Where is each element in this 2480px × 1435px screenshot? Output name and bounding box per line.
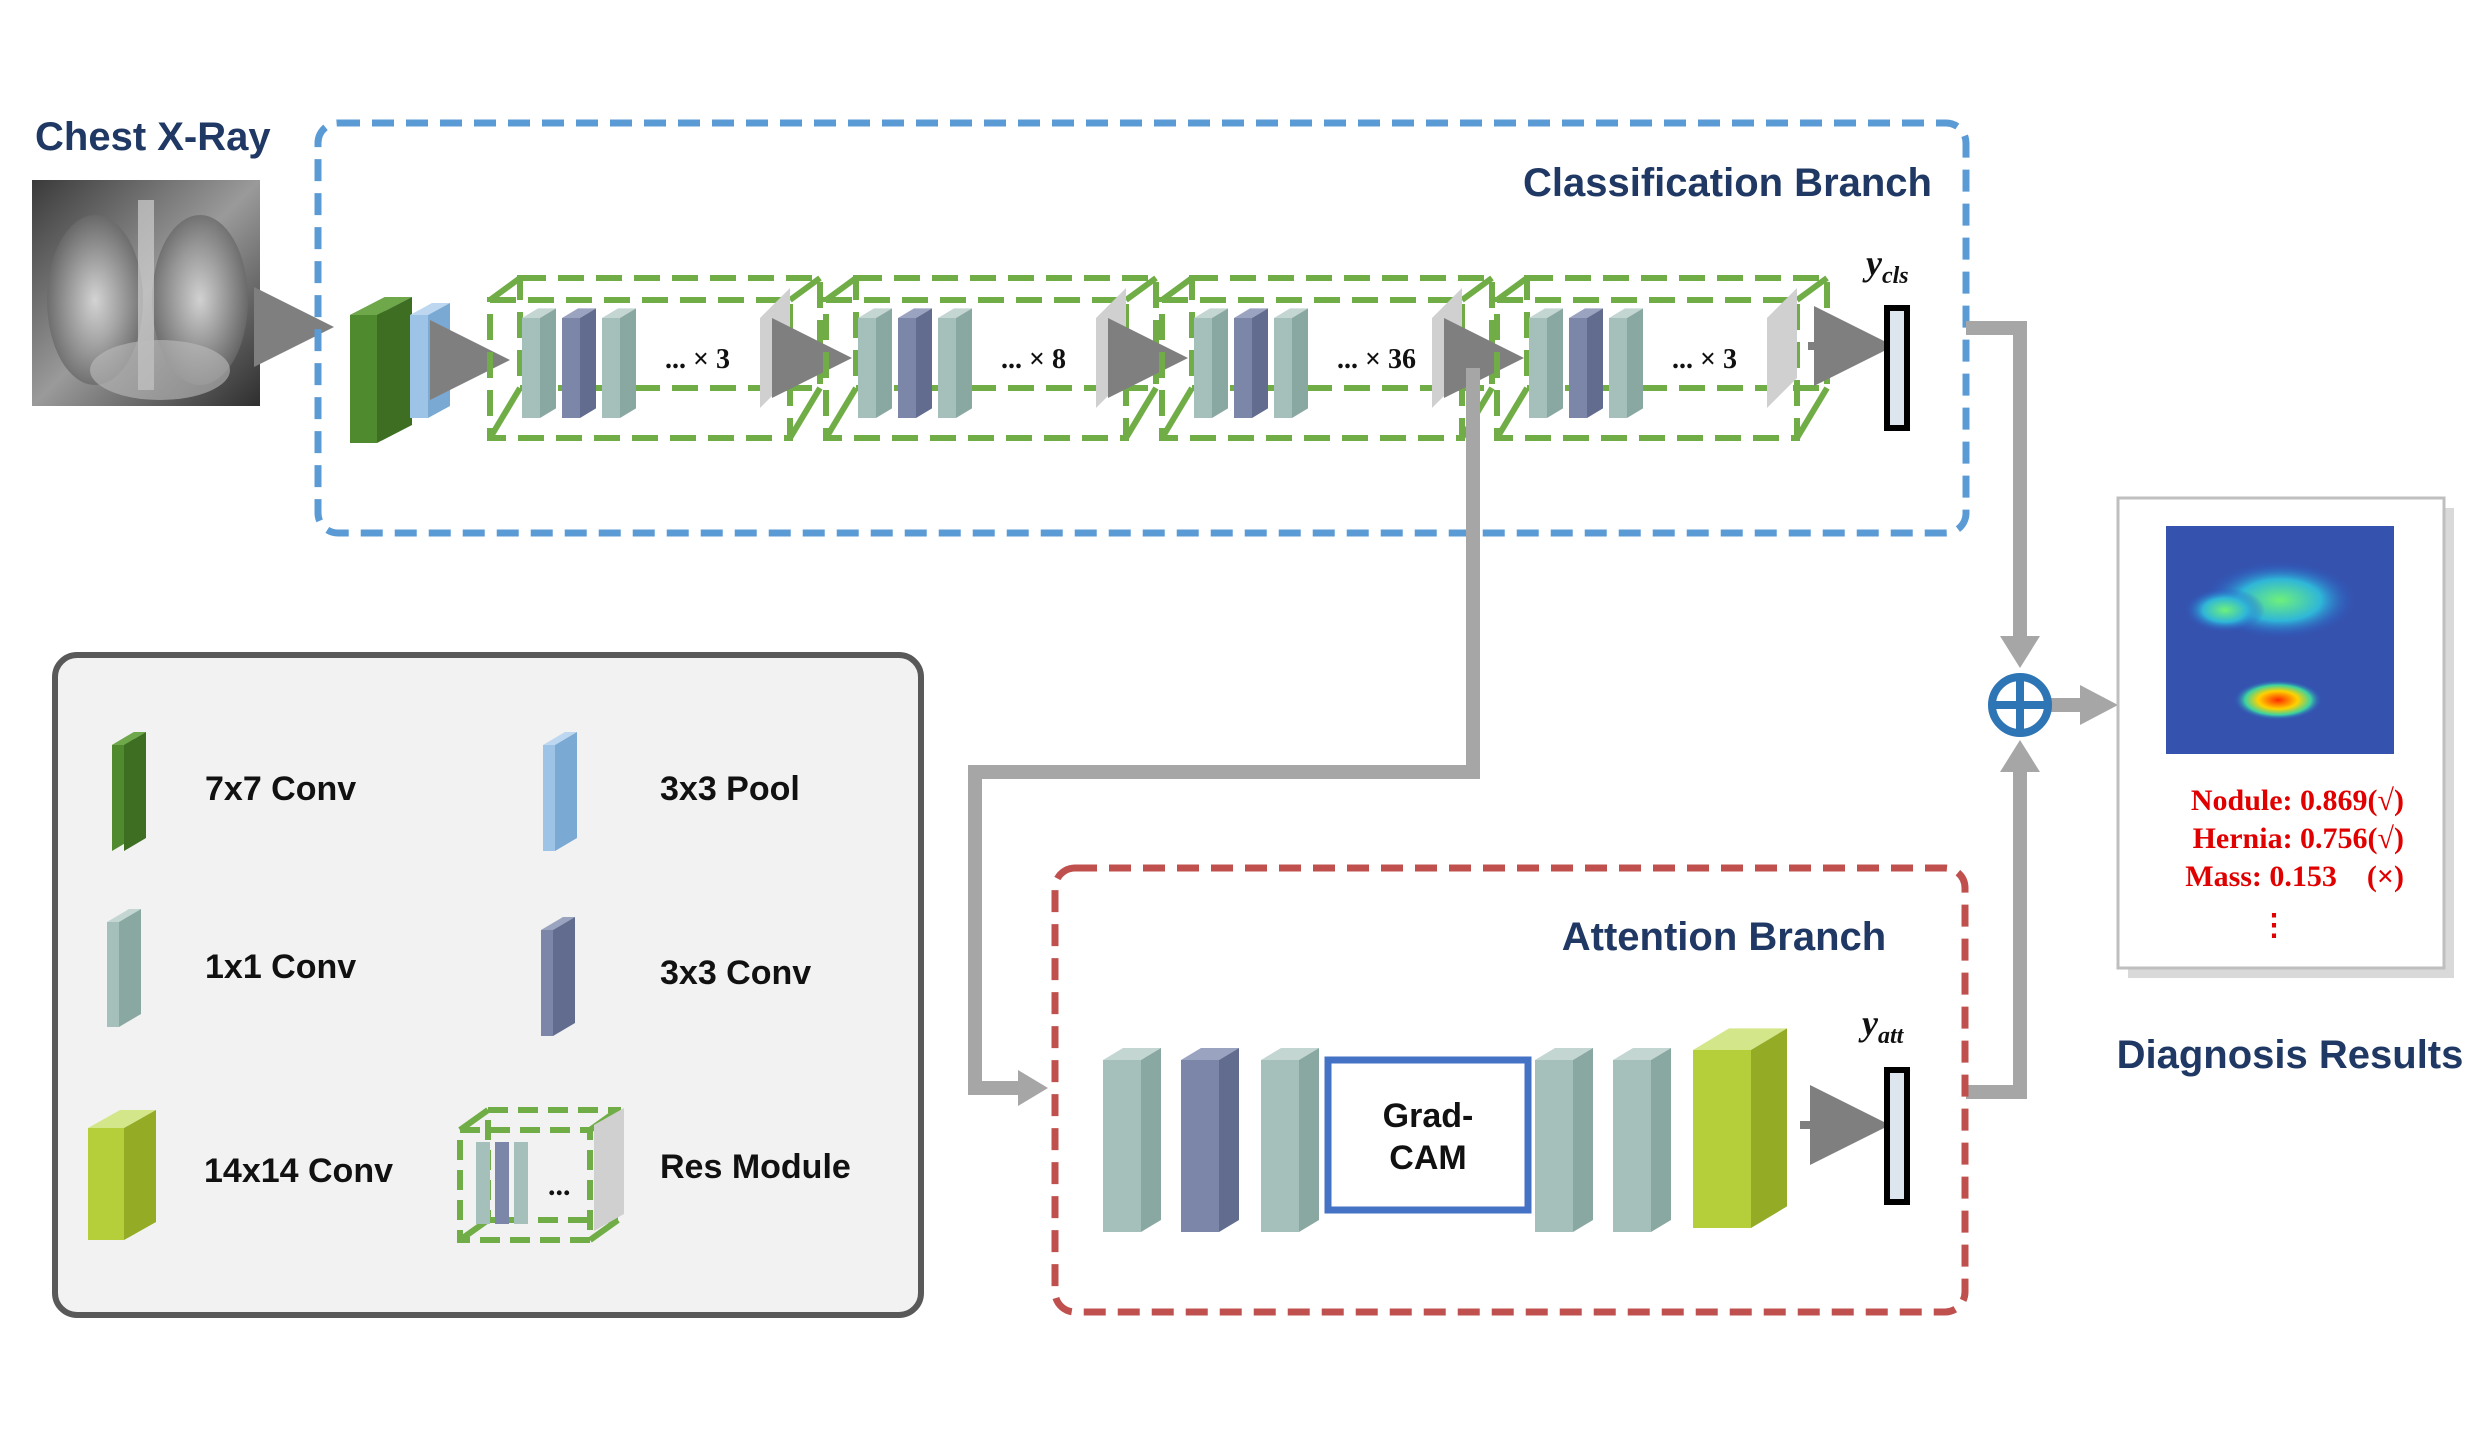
legend-conv1x1-icon: [107, 909, 141, 1027]
result-line-3: Mass: 0.153 (×): [2185, 860, 2404, 893]
stage3-conv1x1-a: [1194, 308, 1228, 418]
att-output-label: yatt: [1858, 1003, 1905, 1049]
stage4-conv1x1-b: [1609, 308, 1643, 418]
stage2-repeat-label: ... × 8: [1001, 344, 1066, 375]
branch-connector: [968, 368, 1480, 1095]
res-stage-2: ... × 8: [823, 275, 1159, 441]
legend-conv3x3-icon: [541, 917, 575, 1036]
stage1-repeat-label: ... × 3: [665, 344, 730, 375]
res-stage-1: ... × 3: [487, 275, 823, 441]
stage1-conv1x1-b: [602, 308, 636, 418]
legend-box: [52, 652, 924, 1318]
res-stage-4: ... × 3: [1494, 275, 1830, 441]
fusion-symbol: [1988, 673, 2052, 737]
att-conv1x1-a: [1103, 1048, 1161, 1232]
heatmap-image: [2166, 526, 2394, 754]
att-conv1x1-c: [1535, 1048, 1593, 1232]
branch-connector-arrowhead: [1018, 1070, 1048, 1106]
att-conv3x3: [1181, 1048, 1239, 1232]
legend-pool3x3-icon: [543, 732, 577, 851]
stage3-conv3x3: [1234, 308, 1268, 418]
classification-branch-title: Classification Branch: [1523, 161, 1932, 205]
att-to-fusion-arrowhead: [2000, 740, 2040, 772]
legend-conv14x14-icon: [88, 1110, 156, 1240]
chest-xray-image: [32, 180, 260, 406]
stage2-conv1x1-b: [938, 308, 972, 418]
conv7x7-block: [350, 297, 412, 443]
stage3-conv1x1-b: [1274, 308, 1308, 418]
stage1-conv3x3: [562, 308, 596, 418]
gradcam-line1: Grad-: [1383, 1097, 1474, 1135]
result-line-2: Hernia: 0.756(√): [2193, 822, 2404, 855]
input-title: Chest X-Ray: [35, 115, 271, 159]
legend-label-conv14x14: 14x14 Conv: [204, 1152, 393, 1190]
attention-branch-box: [1051, 864, 1969, 1316]
cls-to-fusion-line: [1966, 321, 2027, 648]
cls-to-fusion-arrowhead: [2000, 636, 2040, 668]
stage3-output-slab: [1432, 288, 1462, 408]
att-output-vector: [1884, 1067, 1910, 1205]
stage4-output-slab: [1767, 288, 1797, 408]
legend-res-module-icon: ...: [457, 1107, 624, 1243]
gradcam-line2: CAM: [1389, 1139, 1466, 1177]
legend-label-res-module: Res Module: [660, 1148, 851, 1186]
legend-label-pool3x3: 3x3 Pool: [660, 770, 800, 808]
cls-output-label: ycls: [1862, 243, 1909, 289]
att-to-fusion-line: [1966, 760, 2027, 1099]
attention-branch-title: Attention Branch: [1562, 915, 1886, 959]
att-conv1x1-d: [1613, 1048, 1671, 1232]
pool3x3-block: [410, 303, 450, 418]
classification-branch-box: [314, 119, 1970, 537]
legend-label-conv3x3: 3x3 Conv: [660, 954, 811, 992]
att-conv1x1-b: [1261, 1048, 1319, 1232]
stage4-repeat-label: ... × 3: [1672, 344, 1737, 375]
result-line-1: Nodule: 0.869(√): [2191, 784, 2404, 817]
stage1-output-slab: [760, 288, 790, 408]
legend-label-conv1x1: 1x1 Conv: [205, 948, 356, 986]
legend-res-module-glyph: ...: [548, 1169, 571, 1202]
stage2-conv1x1-a: [858, 308, 892, 418]
fusion-to-results-arrowhead: [2080, 685, 2118, 725]
stage2-output-slab: [1096, 288, 1126, 408]
cls-output-vector: [1884, 305, 1910, 431]
legend-label-conv7x7: 7x7 Conv: [205, 770, 356, 808]
stage4-conv3x3: [1569, 308, 1603, 418]
stage4-conv1x1-a: [1529, 308, 1563, 418]
res-stage-3: ... × 36: [1159, 275, 1495, 441]
results-title: Diagnosis Results: [2117, 1033, 2464, 1077]
stage3-repeat-label: ... × 36: [1337, 344, 1416, 375]
legend-conv7x7-icon: [112, 732, 146, 851]
stage2-conv3x3: [898, 308, 932, 418]
att-conv14x14: [1693, 1028, 1787, 1228]
result-ellipsis: ⋮: [2259, 909, 2289, 942]
stage1-conv1x1-a: [522, 308, 556, 418]
gradcam-box: Grad- CAM: [1324, 1056, 1532, 1214]
